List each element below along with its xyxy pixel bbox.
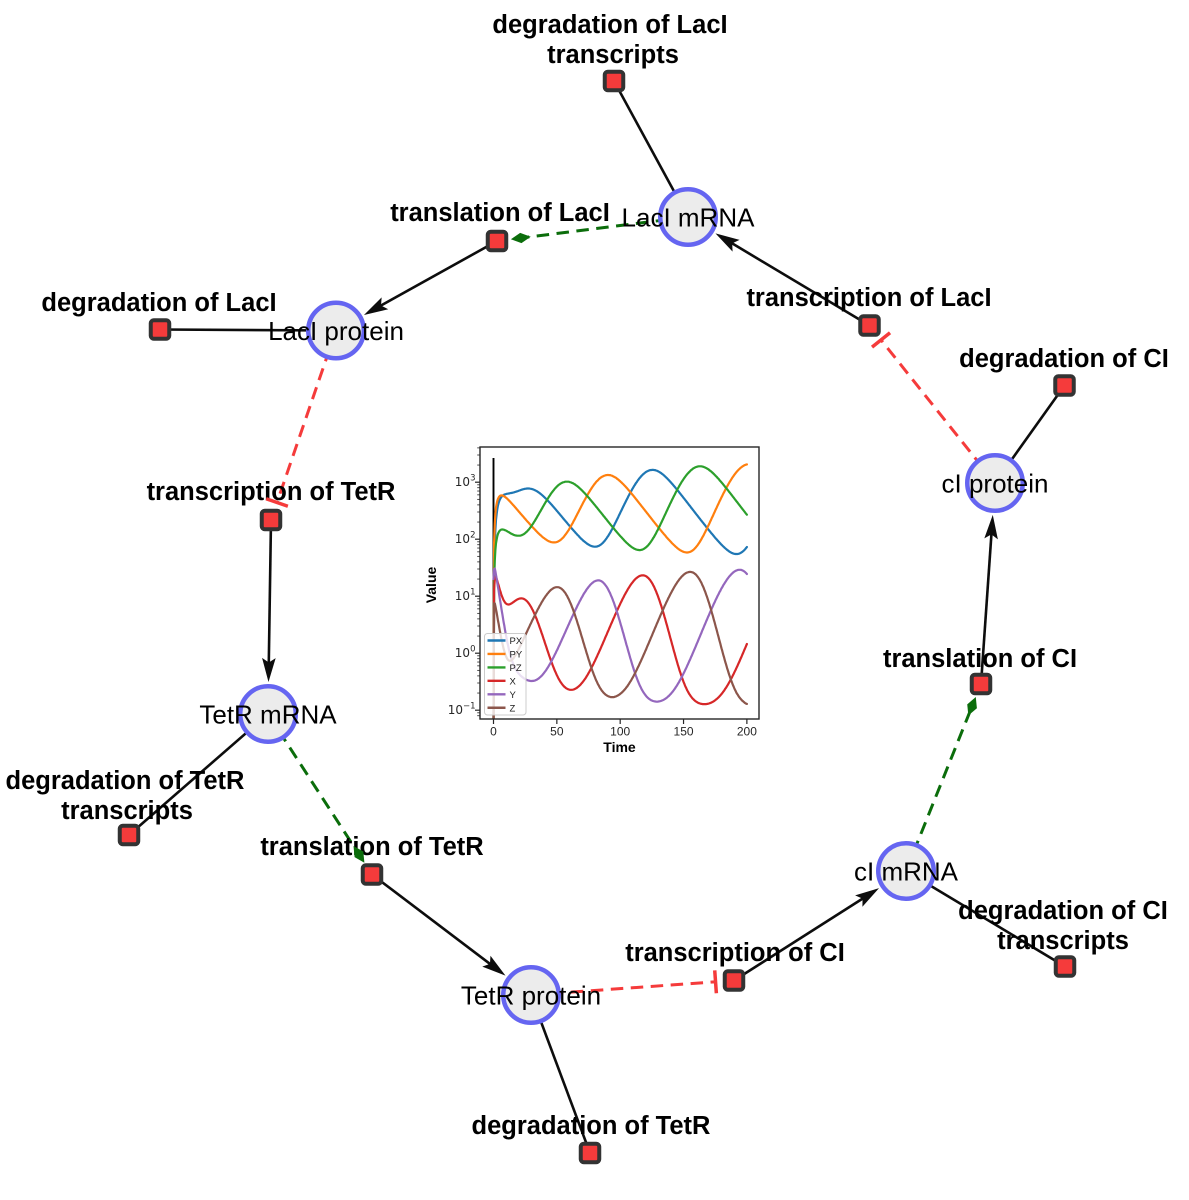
edge-product-tetr-mrna-tx-tetr-arrowhead	[262, 657, 276, 683]
edge-product-laci-prot-tl-laci-arrowhead	[363, 297, 389, 315]
reaction-label-tx-laci-line0: transcription of LacI	[746, 284, 991, 312]
edge-modifier-laci-mrna-tl-laci-diamond-head	[510, 232, 531, 244]
reaction-label-tx-ci-line0: transcription of CI	[625, 939, 845, 967]
reaction-node-deg-laci	[148, 318, 172, 341]
species-label-tetr-mrna: TetR mRNA	[199, 699, 337, 729]
edge-modifier-ci-mrna-tl-ci-diamond-head	[967, 696, 977, 716]
chart-series-px	[492, 468, 748, 719]
species-label-ci-prot: cI protein	[942, 468, 1049, 498]
reaction-node-deg-tetr	[578, 1141, 602, 1165]
reaction-node-deg-ci-tr	[1053, 955, 1077, 978]
species-label-tetr-prot: TetR protein	[461, 980, 601, 1010]
reaction-node-deg-tetr-tr	[117, 823, 141, 847]
species-node-tetr-prot	[501, 965, 561, 1025]
edge-product-ci-mrna-tx-ci-arrowhead	[855, 888, 880, 907]
chart-ytick-label-1e2: 102	[455, 531, 476, 547]
reaction-label-deg-tetr-tr-line0: degradation of TetR	[6, 767, 245, 795]
species-label-laci-prot: LacI protein	[268, 316, 404, 346]
chart-xtick-label-50: 50	[550, 725, 564, 739]
edge-inhibition-ci-prot-tx-laci	[879, 339, 997, 484]
edge-reactant-tetr-mrna-deg-tetr-tr	[128, 713, 269, 836]
chart-legend-label-py: PY	[510, 649, 523, 660]
chart-series-x	[492, 574, 748, 719]
chart-xtick-label-200: 200	[737, 725, 757, 739]
species-node-ci-mrna	[876, 841, 936, 901]
chart-series-pz	[492, 465, 748, 719]
edge-inhibition-laci-prot-tx-tetr-inhibit-bar	[265, 497, 289, 508]
reaction-label-tl-ci-line0: translation of CI	[883, 645, 1077, 673]
chart-legend: PX PY PZ XYZ	[484, 633, 527, 716]
chart-ytick-label-1e3: 103	[455, 474, 476, 490]
reaction-label-deg-tetr-line0: degradation of TetR	[472, 1112, 711, 1140]
chart-xtick-label-0: 0	[490, 725, 497, 739]
chart-xtick-label-150: 150	[674, 725, 694, 739]
chart-legend-label-pz: PZ	[510, 663, 522, 674]
edge-product-ci-prot-tl-ci	[979, 533, 993, 685]
reaction-node-tl-tetr	[360, 863, 384, 886]
species-label-ci-mrna: cI mRNA	[854, 856, 959, 886]
edge-product-laci-prot-tl-laci	[379, 239, 498, 307]
reaction-node-tx-ci	[722, 969, 746, 992]
edge-product-laci-mrna-tx-laci-arrowhead	[715, 233, 740, 252]
chart-ytick-label-1e0: 100	[455, 645, 476, 661]
reaction-label-deg-tetr-tr-line1: transcripts	[61, 797, 193, 825]
reaction-label-deg-ci-tr-line1: transcripts	[997, 927, 1129, 955]
edge-product-ci-prot-tl-ci-arrowhead	[984, 514, 998, 540]
reaction-node-tx-tetr	[259, 508, 283, 532]
species-node-ci-prot	[965, 453, 1025, 513]
species-node-laci-prot	[306, 300, 366, 361]
reaction-label-tl-tetr-line0: translation of TetR	[260, 833, 483, 861]
edge-product-ci-mrna-tx-ci	[733, 897, 864, 982]
edge-inhibition-tetr-prot-tx-ci-inhibit-bar	[712, 970, 719, 994]
chart-series-py	[492, 463, 748, 719]
reaction-label-tl-laci-line0: translation of LacI	[390, 199, 610, 227]
edge-product-tetr-prot-tl-tetr-arrowhead	[482, 955, 506, 976]
species-node-tetr-mrna	[238, 684, 298, 744]
edge-inhibition-ci-prot-tx-laci-inhibit-bar	[870, 331, 892, 349]
edge-inhibition-tetr-prot-tx-ci	[530, 980, 716, 997]
reaction-label-deg-ci-line0: degradation of CI	[959, 345, 1169, 373]
edge-inhibition-laci-prot-tx-tetr	[275, 330, 338, 503]
reaction-label-deg-laci-line0: degradation of LacI	[41, 289, 276, 317]
chart-series-y	[492, 567, 748, 703]
chart-xtick-label-100: 100	[610, 725, 630, 739]
species-label-laci-mrna: LacI mRNA	[622, 202, 756, 232]
edge-product-laci-mrna-tx-laci	[731, 242, 871, 327]
chart-xlabel: Time	[603, 739, 636, 755]
chart-legend-label-z: Z	[510, 703, 516, 714]
reaction-node-deg-ci	[1053, 374, 1076, 397]
chart-ytick-label-1e1: 101	[455, 588, 476, 604]
reaction-node-tx-laci	[858, 314, 881, 337]
chart-legend-label-y: Y	[510, 690, 517, 701]
reaction-label-deg-ci-tr-line0: degradation of CI	[958, 897, 1168, 925]
edge-reactant-ci-mrna-deg-ci-tr	[905, 869, 1066, 968]
reaction-node-tl-ci	[969, 672, 993, 696]
chart-legend-label-px: PX	[510, 636, 523, 647]
edge-product-tetr-prot-tl-tetr	[371, 873, 492, 966]
chart-series-z	[492, 570, 748, 719]
reaction-label-deg-laci-tr-line1: transcripts	[547, 41, 679, 69]
chart-spines	[479, 446, 760, 720]
edge-product-tetr-mrna-tx-tetr	[267, 519, 273, 664]
edge-modifier-tetr-mrna-tl-tetr-diamond-head	[353, 845, 365, 863]
reaction-node-deg-laci-tr	[602, 69, 626, 93]
chart-ylabel: Value	[423, 567, 439, 604]
species-node-laci-mrna	[658, 187, 718, 247]
chart-legend-label-x: X	[510, 676, 517, 687]
node-layer	[117, 69, 1077, 1165]
reaction-label-deg-laci-tr-line0: degradation of LacI	[492, 11, 727, 39]
chart-ytick-label-1e-1: 10−1	[448, 702, 476, 718]
reaction-node-tl-laci	[485, 229, 509, 253]
arrowhead-layer	[262, 232, 998, 994]
